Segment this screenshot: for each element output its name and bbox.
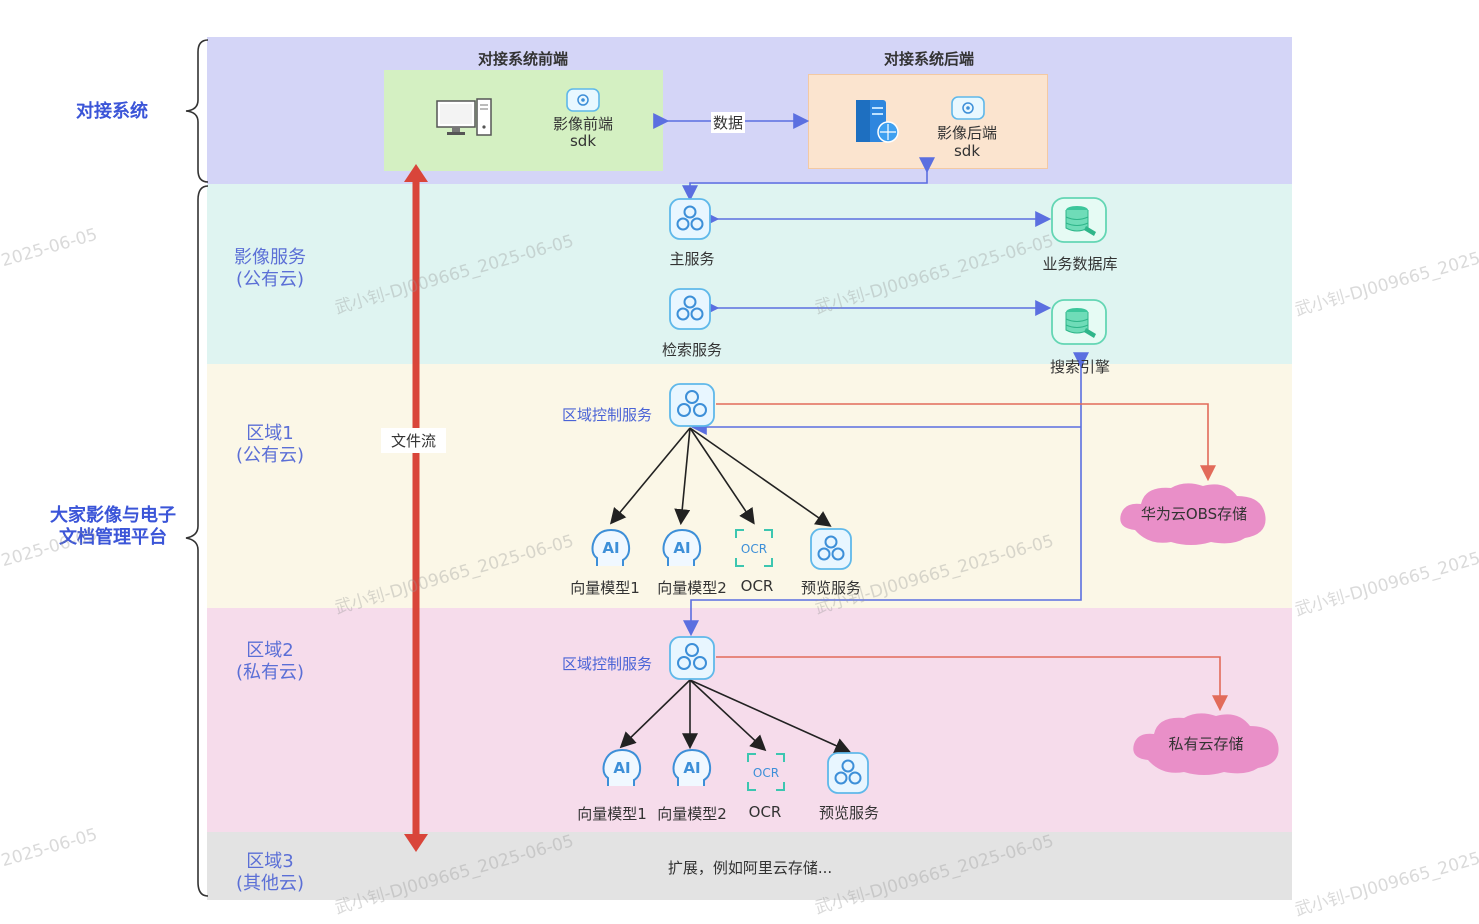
image-service-label-2: (公有云) bbox=[235, 269, 305, 290]
server-icon bbox=[856, 100, 899, 143]
obs-cloud-icon bbox=[1120, 483, 1266, 545]
engine-region-arrow bbox=[683, 352, 1089, 637]
frontend-sdk-label-2: sdk bbox=[569, 132, 597, 150]
region2-ai-icon-1: AI bbox=[602, 748, 642, 786]
brace-platform bbox=[185, 185, 209, 897]
search-service-label: 检索服务 bbox=[661, 341, 723, 359]
file-flow-label: 文件流 bbox=[381, 428, 447, 453]
region1-preview-label: 预览服务 bbox=[800, 579, 862, 597]
business-db-label: 业务数据库 bbox=[1042, 255, 1118, 273]
private-storage-label: 私有云存储 bbox=[1168, 735, 1244, 753]
region1-ocr-icon: OCR bbox=[735, 529, 773, 567]
region1-vector2-label: 向量模型2 bbox=[657, 579, 727, 597]
image-service-label-1: 影像服务 bbox=[234, 247, 306, 268]
frontend-sdk-label-1: 影像前端 bbox=[552, 115, 614, 133]
data-label: 数据 bbox=[711, 112, 746, 133]
region1-label-1: 区域1 bbox=[246, 423, 294, 444]
computer-icon bbox=[436, 98, 492, 136]
backend-title: 对接系统后端 bbox=[883, 50, 975, 68]
brace-docking bbox=[185, 39, 209, 183]
main-service-label: 主服务 bbox=[669, 250, 715, 268]
region1-label-2: (公有云) bbox=[235, 445, 305, 466]
svg-text:AI: AI bbox=[673, 539, 690, 557]
private-cloud-icon bbox=[1133, 713, 1279, 775]
region2-storage-arrow bbox=[716, 656, 1228, 712]
region1-control-icon bbox=[669, 383, 715, 427]
region2-preview-icon bbox=[827, 752, 869, 794]
region1-vector1-label: 向量模型1 bbox=[570, 579, 640, 597]
region1-ai-icon-2: AI bbox=[662, 528, 702, 566]
frontend-box bbox=[384, 70, 663, 171]
region2-ai-icon-2: AI bbox=[672, 748, 712, 786]
svg-text:AI: AI bbox=[613, 759, 630, 777]
region1-storage-arrow bbox=[716, 403, 1216, 482]
region2-control-label: 区域控制服务 bbox=[562, 655, 653, 673]
region2-preview-label: 预览服务 bbox=[818, 804, 880, 822]
search-engine-label: 搜索引擎 bbox=[1049, 358, 1111, 376]
backend-to-main-arrow bbox=[682, 157, 935, 202]
backend-sdk-label-1: 影像后端 bbox=[936, 124, 998, 142]
region2-vector2-label: 向量模型2 bbox=[657, 805, 727, 823]
region1-control-label: 区域控制服务 bbox=[562, 406, 653, 424]
frontend-title: 对接系统前端 bbox=[477, 50, 569, 68]
obs-storage-label: 华为云OBS存储 bbox=[1140, 505, 1248, 523]
svg-text:AI: AI bbox=[683, 759, 700, 777]
platform-label-line2: 文档管理平台 bbox=[59, 527, 167, 548]
search-service-icon bbox=[669, 288, 711, 330]
region2-vector1-label: 向量模型1 bbox=[577, 805, 647, 823]
search-engine-icon bbox=[1051, 299, 1107, 345]
region1-preview-icon bbox=[810, 528, 852, 570]
region2-label-1: 区域2 bbox=[246, 640, 294, 661]
region3-label-1: 区域3 bbox=[246, 851, 294, 872]
database-icon bbox=[1051, 197, 1107, 243]
region3-text: 扩展，例如阿里云存储... bbox=[667, 859, 833, 877]
platform-label-line1: 大家影像与电子 bbox=[50, 505, 176, 526]
svg-text:AI: AI bbox=[602, 539, 619, 557]
frontend-sdk-icon bbox=[566, 88, 600, 112]
backend-sdk-label-2: sdk bbox=[953, 142, 981, 160]
region2-ocr-icon: OCR bbox=[747, 753, 785, 791]
main-service-icon bbox=[669, 198, 711, 240]
region1-ocr-label: OCR bbox=[740, 577, 774, 595]
svg-text:OCR: OCR bbox=[741, 542, 767, 556]
backend-box bbox=[808, 74, 1048, 169]
docking-system-label: 对接系统 bbox=[76, 101, 148, 122]
region3-band bbox=[207, 832, 1292, 900]
region2-band bbox=[207, 608, 1292, 832]
region3-label-2: (其他云) bbox=[235, 873, 305, 894]
region2-label-2: (私有云) bbox=[235, 662, 305, 683]
backend-sdk-icon bbox=[951, 96, 985, 120]
region2-ocr-label: OCR bbox=[748, 803, 782, 821]
region2-control-icon bbox=[669, 636, 715, 680]
region1-ai-icon-1: AI bbox=[591, 528, 631, 566]
svg-text:OCR: OCR bbox=[753, 766, 779, 780]
